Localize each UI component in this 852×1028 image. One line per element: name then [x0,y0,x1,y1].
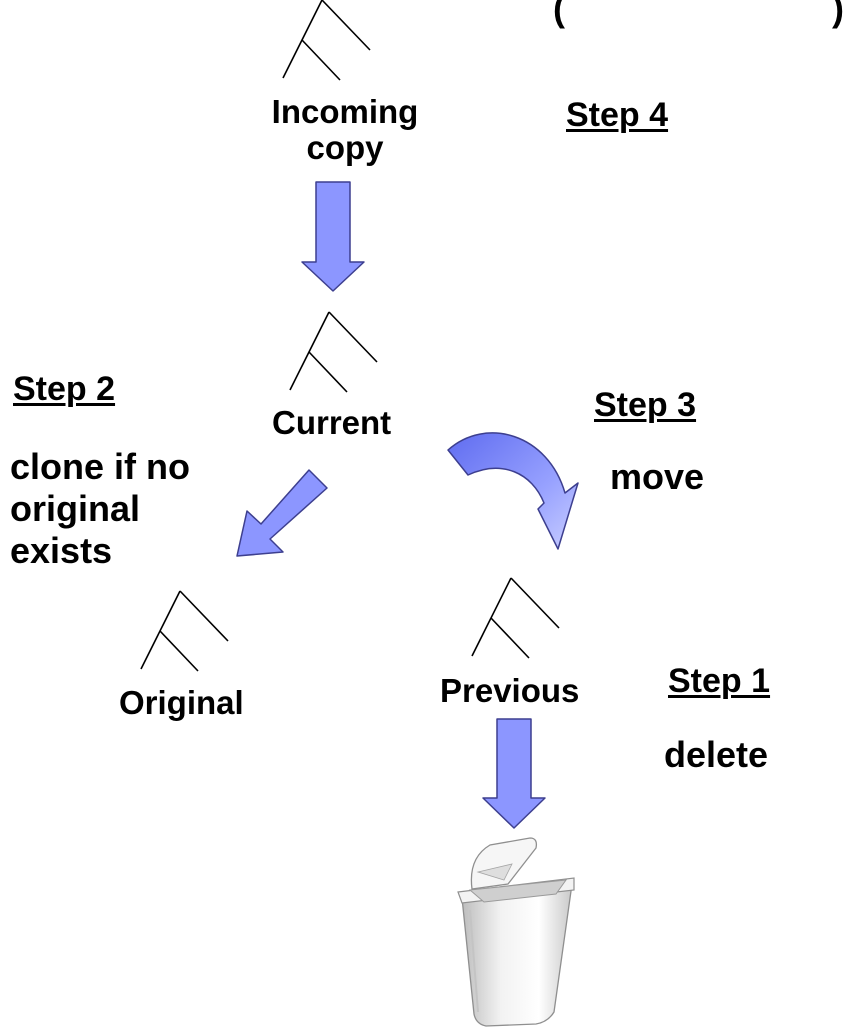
arrow-icon-current-to-previous [447,432,579,550]
trash-can-icon [457,837,575,1027]
original-label: Original [119,684,244,721]
step3-description: move [610,456,705,497]
incoming-label-line2: copy [306,129,384,166]
current-label: Current [272,404,392,441]
incoming-label-line1: Incoming [271,93,419,130]
arrow-icon-current-to-original [236,469,328,557]
tree-icon-current [289,311,378,393]
incoming-label: Incoming copy [240,94,450,166]
arrow-icon-incoming-to-current [301,181,365,292]
tree-icon-previous [471,577,560,659]
tree-icon-incoming [282,0,371,81]
step2-description-line2: original [10,488,141,529]
step2-description: clone if no original exists [10,446,190,572]
step1-title: Step 1 [668,662,771,700]
tree-icon-original [140,590,229,672]
arrow-icon-previous-to-trash [482,718,546,829]
step4-title: Step 4 [566,96,669,134]
step2-title: Step 2 [13,370,116,408]
header-fragment-right: ) [832,0,844,29]
step1-description: delete [664,734,769,775]
step2-description-line1: clone if no [10,446,190,487]
step2-description-line3: exists [10,530,113,571]
previous-label: Previous [440,672,580,709]
step3-title: Step 3 [594,386,697,424]
header-fragment-left: ( [553,0,565,29]
